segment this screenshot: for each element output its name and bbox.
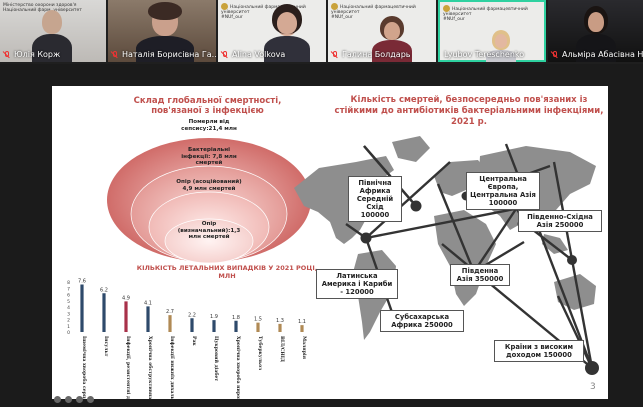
data-label: 1.3 — [276, 318, 284, 324]
category-label: Ішемічна хвороба серця — [81, 336, 88, 399]
map-europe — [434, 160, 488, 196]
circle-attributable — [164, 218, 254, 264]
map-label-south-asia: Південна Азія 350000 — [450, 264, 510, 286]
map-label-high-income: Країни з високим доходом 150000 — [494, 340, 584, 362]
bar — [256, 322, 260, 332]
map-label-sub-saharan-africa: Субсахарська Африка 250000 — [380, 310, 464, 332]
circle-label-associated: Опір (асоційований) 4,9 млн смертей — [176, 179, 242, 192]
y-tick-label: 6 — [67, 293, 70, 299]
map-label-central-europe-asia: Центральна Європа, Центральна Азія 10000… — [466, 172, 540, 210]
category-label: Інфекції, резистентні до п — [125, 336, 132, 399]
category-label: Хронічна обструктивна хвор — [147, 336, 154, 399]
mic-muted-icon — [332, 50, 339, 59]
data-label: 2.2 — [188, 312, 196, 318]
participant-tile[interactable]: Альміра Абасівна Не... — [548, 0, 643, 62]
bar — [190, 318, 194, 332]
avatar — [588, 12, 604, 32]
data-label: 1.1 — [298, 319, 306, 325]
slide-page-number: 3 — [590, 382, 596, 392]
y-tick-label: 3 — [67, 311, 70, 317]
mic-muted-icon — [112, 50, 119, 59]
participant-name: Альміра Абасівна Не... — [552, 50, 643, 59]
category-label: Хронічна хвороба нирок — [235, 336, 242, 399]
bar — [212, 320, 216, 332]
y-tick-label: 0 — [67, 330, 70, 336]
participant-tile[interactable]: Наталія Борисівна Га... — [108, 0, 216, 62]
map-label-north-africa-middle-east: Північна Африка Середній Схід 100000 — [348, 176, 402, 222]
mic-muted-icon — [222, 50, 229, 59]
participant-name: Галина Болдарь — [332, 50, 411, 59]
more-options-icon[interactable] — [87, 396, 94, 403]
y-tick-label: 1 — [67, 324, 70, 330]
right-panel-title: Кількість смертей, безпосередньо пов'яза… — [334, 95, 604, 127]
map-label-southeast-asia: Південно-Східна Азія 250000 — [518, 210, 602, 232]
circle-label-bacterial: Бактеріальні інфекції: 7,8 млн смертей — [181, 147, 237, 167]
map-label-latin-america: Латинська Америка і Кариби - 120000 — [316, 269, 398, 299]
map-greenland — [392, 136, 430, 162]
y-tick-label: 2 — [67, 318, 70, 324]
shared-slide: Склад глобальної смертності, пов'язаної … — [52, 86, 608, 399]
bar — [278, 323, 282, 332]
y-tick-label: 8 — [67, 280, 70, 286]
nested-circles-diagram — [107, 138, 311, 264]
category-label: Інфекції нижніх дихальних — [169, 336, 176, 399]
eraser-icon[interactable] — [76, 396, 83, 403]
bar — [102, 293, 106, 332]
mic-muted-icon — [4, 50, 11, 59]
data-label: 2.7 — [166, 309, 174, 315]
data-label: 1.8 — [232, 315, 240, 321]
participant-name: Наталія Борисівна Га... — [112, 50, 216, 59]
avatar — [384, 22, 400, 40]
bar — [234, 320, 238, 332]
left-panel-title: Склад глобальної смертності, пов'язаної … — [133, 96, 282, 116]
map-africa — [434, 210, 496, 306]
mic-muted-icon — [552, 50, 559, 59]
bar — [168, 315, 172, 332]
category-label: Малярія — [301, 336, 307, 360]
bar — [146, 306, 150, 332]
bar — [80, 284, 84, 332]
pointer-icon[interactable] — [54, 396, 61, 403]
data-label: 6.2 — [100, 287, 108, 293]
map-australia — [554, 274, 596, 310]
category-label: Інсульт — [103, 336, 109, 357]
data-label: 4.9 — [122, 295, 130, 301]
participant-name: Alina Volkova — [222, 50, 285, 59]
participant-name: Lyubov Tereschenko — [444, 50, 525, 59]
data-label: 1.9 — [210, 314, 218, 320]
pen-icon[interactable] — [65, 396, 72, 403]
circle-label-attributable: Опір (визначальний):1,3 млн смертей — [177, 221, 241, 241]
data-label: 4.1 — [144, 300, 152, 306]
data-label: 1.5 — [254, 317, 262, 323]
bar — [300, 325, 304, 332]
bar — [124, 301, 128, 332]
circle-label-sepsis: Померли від сепсису:21,4 млн — [181, 119, 237, 132]
participant-name: Юлія Корж — [4, 50, 60, 59]
presentation-toolbar — [54, 396, 94, 403]
map-southeast-asia — [542, 234, 568, 254]
category-label: Туберкульоз — [257, 336, 264, 370]
y-tick-label: 5 — [67, 299, 70, 305]
avatar — [42, 10, 62, 34]
y-tick-label: 4 — [67, 305, 70, 311]
bar-chart-title: КІЛЬКІСТЬ ЛЕТАЛЬНИХ ВИПАДКІВ У 2021 РОЦІ… — [136, 264, 318, 280]
data-label: 7.6 — [78, 279, 86, 285]
category-label: Цукровий діабет — [213, 336, 220, 381]
avatar — [495, 34, 507, 48]
y-tick-label: 7 — [67, 286, 70, 292]
category-label: Рак — [191, 336, 197, 346]
category-label: ВІЛ/СНІД — [279, 336, 285, 362]
